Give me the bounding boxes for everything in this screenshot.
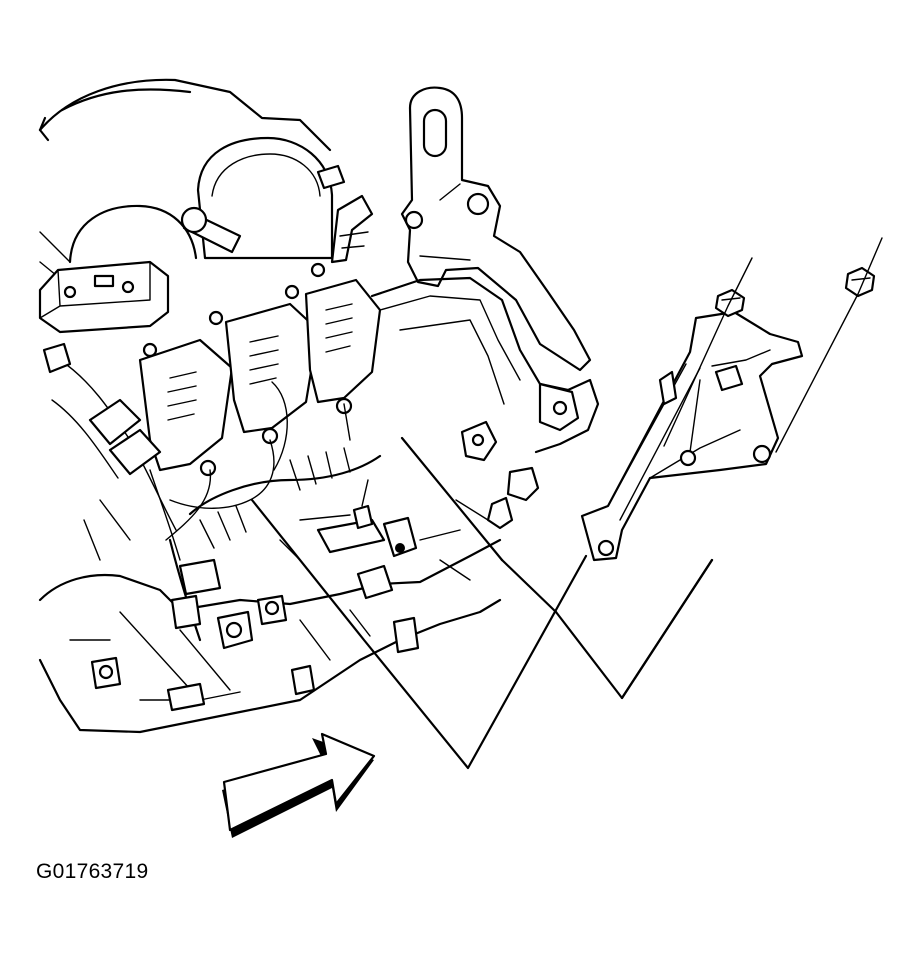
mounting-bracket-icon [580, 310, 804, 562]
front-direction-arrow-icon [222, 732, 376, 838]
engine-assembly-icon [38, 78, 600, 734]
figure-id-label: G01763719 [36, 860, 149, 883]
stud-callout-lines [663, 237, 883, 453]
callout-lines [250, 436, 714, 770]
ignition-coil-icon [138, 262, 382, 477]
